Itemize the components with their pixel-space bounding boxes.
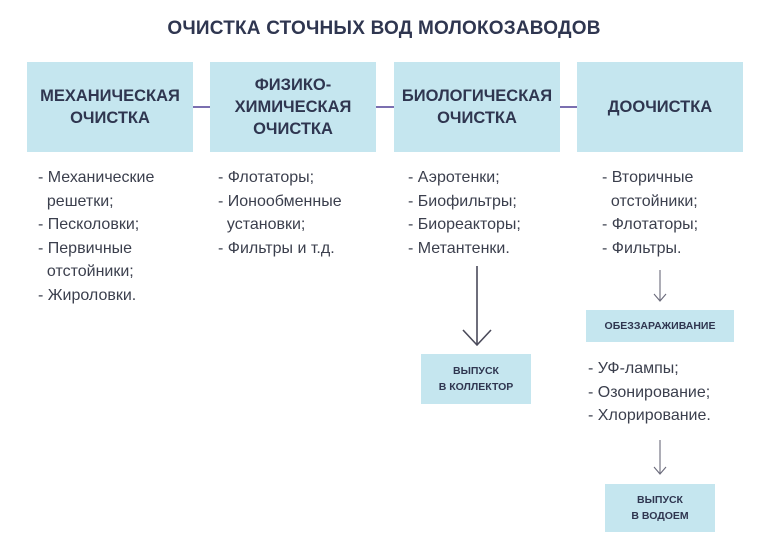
stage-mechanical-line1: МЕХАНИЧЕСКАЯ: [40, 87, 180, 105]
diagram-title: ОЧИСТКА СТОЧНЫХ ВОД МОЛОКОЗАВОДОВ: [167, 18, 601, 39]
stage-biological: БИОЛОГИЧЕСКАЯ ОЧИСТКА: [394, 62, 560, 152]
stage-physchem-line1: ФИЗИКО-: [254, 76, 332, 94]
list-item: - Биореакторы;: [408, 216, 521, 233]
list-item: - Жироловки.: [38, 286, 137, 304]
list-item: отстойники;: [602, 192, 698, 210]
collector-outlet-box: ВЫПУСК В КОЛЛЕКТОР: [421, 354, 531, 404]
list-item: - Биофильтры;: [408, 192, 517, 210]
list-biological: - Аэротенки; - Биофильтры; - Биореакторы…: [408, 166, 521, 260]
stage-biological-line2: ОЧИСТКА: [437, 109, 517, 127]
disinfection-label: ОБЕЗЗАРАЖИВАНИЕ: [604, 320, 716, 332]
list-item: - Ионообменные: [218, 192, 342, 210]
list-item: - Первичные: [38, 239, 133, 257]
arrow-to-disinfection: [653, 270, 667, 302]
list-item: - Аэротенки;: [408, 169, 500, 186]
connector-2: [376, 106, 394, 108]
list-item: - Фильтры и т.д.: [218, 239, 335, 257]
list-post-treatment: - Вторичные отстойники; - Флотаторы; - Ф…: [602, 166, 698, 260]
list-item: - УФ-лампы;: [588, 360, 679, 377]
stage-post-treatment: ДООЧИСТКА: [577, 62, 743, 152]
list-item: решетки;: [38, 192, 114, 210]
list-item: - Фильтры.: [602, 239, 682, 257]
water-body-outlet-box: ВЫПУСК В ВОДОЕМ: [605, 484, 715, 532]
arrow-to-collector: [462, 266, 492, 347]
connector-3: [560, 106, 577, 108]
list-item: - Флотаторы;: [602, 216, 699, 233]
list-item: отстойники;: [38, 263, 134, 280]
list-item: - Метантенки.: [408, 239, 510, 257]
list-item: - Песколовки;: [38, 216, 140, 233]
stage-mechanical: МЕХАНИЧЕСКАЯ ОЧИСТКА: [27, 62, 193, 152]
stage-physchem-line3: ОЧИСТКА: [253, 120, 333, 138]
list-item: - Вторичные: [602, 169, 694, 186]
list-disinfection: - УФ-лампы; - Озонирование; - Хлорирован…: [588, 357, 711, 428]
connector-1: [193, 106, 210, 108]
list-item: - Хлорирование.: [588, 407, 711, 424]
arrow-to-water-body: [653, 440, 667, 475]
list-physchem: - Флотаторы; - Ионообменные установки; -…: [218, 166, 342, 260]
stage-physchem-line2: ХИМИЧЕСКАЯ: [234, 98, 352, 116]
water-body-line1: ВЫПУСК: [637, 494, 683, 506]
collector-line2: В КОЛЛЕКТОР: [438, 381, 514, 393]
stage-biological-line1: БИОЛОГИЧЕСКАЯ: [401, 87, 553, 105]
stage-physchem: ФИЗИКО- ХИМИЧЕСКАЯ ОЧИСТКА: [210, 62, 376, 152]
list-item: установки;: [218, 216, 306, 233]
stage-mechanical-line2: ОЧИСТКА: [70, 109, 150, 127]
disinfection-box: ОБЕЗЗАРАЖИВАНИЕ: [586, 310, 734, 342]
list-mechanical: - Механические решетки; - Песколовки; - …: [38, 166, 154, 307]
list-item: - Флотаторы;: [218, 169, 315, 186]
water-body-line2: В ВОДОЕМ: [631, 510, 689, 522]
list-item: - Озонирование;: [588, 383, 711, 401]
collector-line1: ВЫПУСК: [453, 365, 499, 377]
list-item: - Механические: [38, 169, 155, 186]
stage-post-treatment-line1: ДООЧИСТКА: [607, 98, 713, 116]
